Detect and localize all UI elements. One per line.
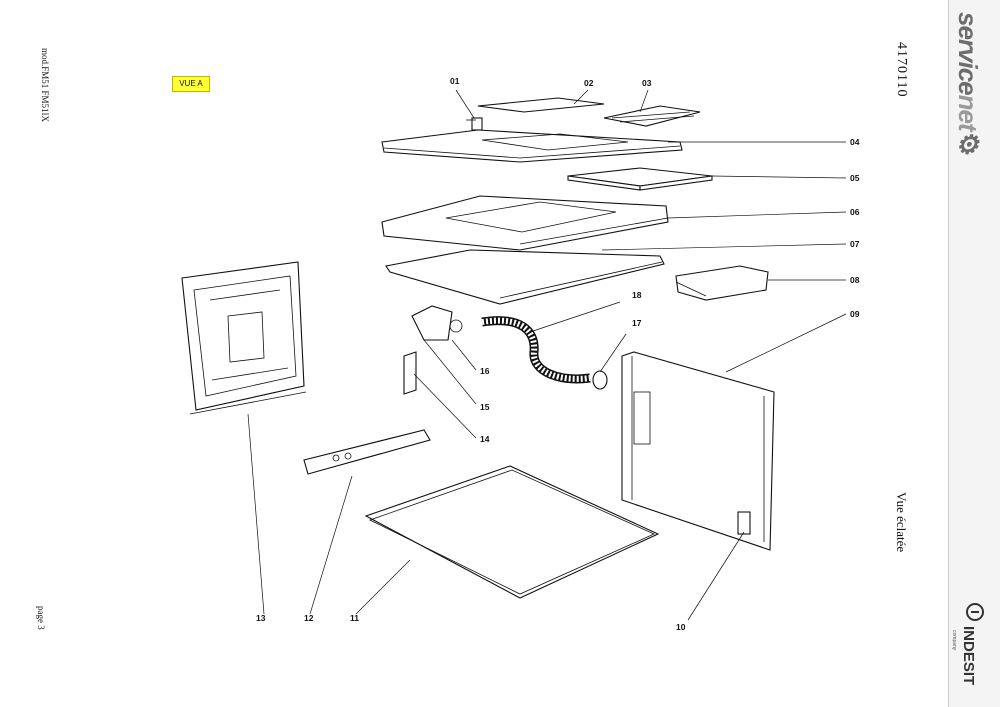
part-11-bottom-tray xyxy=(364,465,660,599)
label-03: 03 xyxy=(642,78,652,88)
label-15: 15 xyxy=(480,402,490,412)
label-07: 07 xyxy=(850,239,860,249)
indesit-logo-icon xyxy=(966,603,984,621)
label-17: 17 xyxy=(632,318,642,328)
label-18: 18 xyxy=(632,290,642,300)
part-16-bracket xyxy=(411,305,463,341)
label-13: 13 xyxy=(256,613,266,623)
label-11: 11 xyxy=(350,613,359,623)
part-03-connectors xyxy=(603,105,701,127)
label-01: 01 xyxy=(450,76,460,86)
part-10-latch xyxy=(737,511,751,535)
label-14: 14 xyxy=(480,434,490,444)
label-08: 08 xyxy=(850,275,860,285)
part-06-panel xyxy=(381,195,669,251)
part-01-clip xyxy=(466,117,483,131)
servicenet-logo-part2: net xyxy=(953,94,983,131)
label-05: 05 xyxy=(850,173,860,183)
label-12: 12 xyxy=(304,613,314,623)
servicenet-logo: servicenet⚙ xyxy=(952,12,983,160)
part-12-rail xyxy=(303,429,431,475)
label-16: 16 xyxy=(480,366,490,376)
part-07-plate xyxy=(385,249,665,305)
label-09: 09 xyxy=(850,309,860,319)
part-18-hose xyxy=(481,316,591,384)
gear-icon: ⚙ xyxy=(953,130,983,160)
label-10: 10 xyxy=(676,622,686,632)
indesit-brand-subtext: company xyxy=(951,630,957,651)
exploded-view-diagram: 01 02 03 04 05 06 07 08 09 10 11 12 13 1… xyxy=(181,76,860,632)
leader-lines xyxy=(247,89,847,621)
document-number: 4170110 xyxy=(894,42,909,98)
indesit-brand-text: INDESIT xyxy=(960,626,977,686)
label-04: 04 xyxy=(850,137,860,147)
part-05-tray xyxy=(567,167,713,191)
part-09-door xyxy=(621,351,775,551)
view-title: Vue éclatée xyxy=(894,492,909,553)
model-label: mod.FM51 FM51IX xyxy=(40,48,50,123)
part-08-cover xyxy=(675,265,769,301)
part-17-fitting xyxy=(592,370,608,390)
servicenet-logo-part1: service xyxy=(953,12,983,95)
page-number: page 3 xyxy=(36,606,46,630)
view-tag: VUE A xyxy=(172,76,210,92)
brand-sidebar xyxy=(948,0,1000,707)
label-06: 06 xyxy=(850,207,860,217)
part-13-rear-panel xyxy=(181,261,307,415)
label-02: 02 xyxy=(584,78,594,88)
part-14-bracket xyxy=(403,351,417,395)
part-02-glass xyxy=(477,97,605,113)
part-04-top-panel xyxy=(381,129,683,163)
